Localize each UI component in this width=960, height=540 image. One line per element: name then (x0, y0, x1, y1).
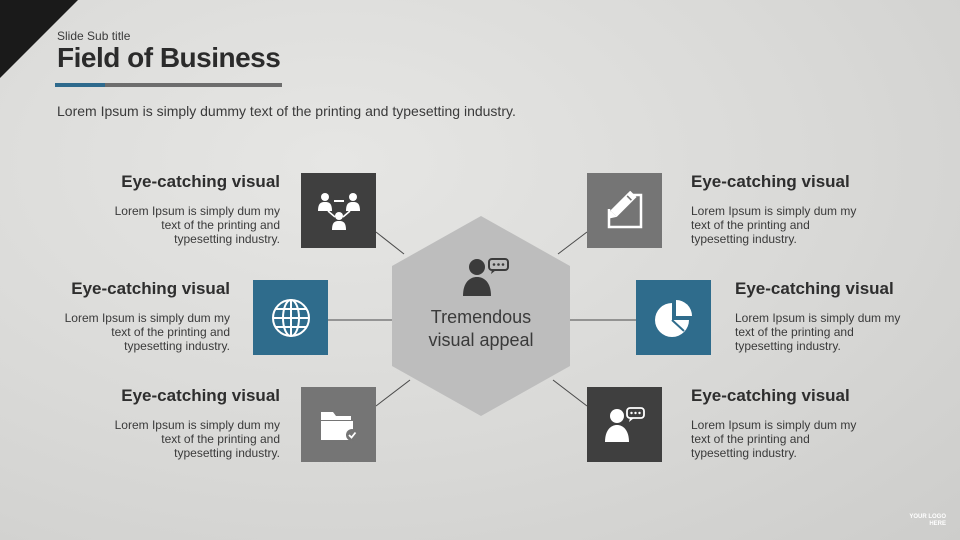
feature-box-1 (301, 173, 376, 248)
feature-title-3: Eye-catching visual (121, 386, 280, 405)
feature-box-5 (636, 280, 711, 355)
feature-desc-5: Lorem Ipsum is simply dum my text of the… (735, 311, 901, 353)
feature-desc-3: Lorem Ipsum is simply dum my text of the… (114, 418, 280, 460)
folder-check-icon (320, 411, 358, 441)
user-chat-icon (604, 406, 645, 442)
center-label: Tremendous visual appeal (428, 307, 534, 350)
feature-desc-2: Lorem Ipsum is simply dum my text of the… (64, 311, 230, 353)
corner-triangle (0, 0, 78, 78)
globe-icon (271, 298, 310, 337)
user-chat-icon (463, 258, 509, 296)
pie-chart-icon (654, 299, 692, 337)
org-chart-icon (317, 192, 360, 230)
edit-pencil-icon (607, 190, 642, 228)
feature-title-4: Eye-catching visual (691, 172, 850, 191)
feature-box-4 (587, 173, 662, 248)
feature-title-1: Eye-catching visual (121, 172, 280, 191)
feature-title-2: Eye-catching visual (71, 279, 230, 298)
feature-title-6: Eye-catching visual (691, 386, 850, 405)
center-hexagon (392, 216, 570, 416)
lead-text: Lorem Ipsum is simply dummy text of the … (57, 103, 516, 119)
feature-box-6 (587, 387, 662, 462)
feature-desc-6: Lorem Ipsum is simply dum my text of the… (691, 418, 857, 460)
feature-title-5: Eye-catching visual (735, 279, 894, 298)
logo-placeholder: YOUR LOGO HERE (909, 514, 946, 527)
slide-title: Field of Business (57, 42, 281, 73)
feature-box-3 (301, 387, 376, 462)
feature-desc-4: Lorem Ipsum is simply dum my text of the… (691, 204, 857, 246)
feature-box-2 (253, 280, 328, 355)
slide-subtitle: Slide Sub title (57, 29, 131, 43)
feature-desc-1: Lorem Ipsum is simply dum my text of the… (114, 204, 280, 246)
